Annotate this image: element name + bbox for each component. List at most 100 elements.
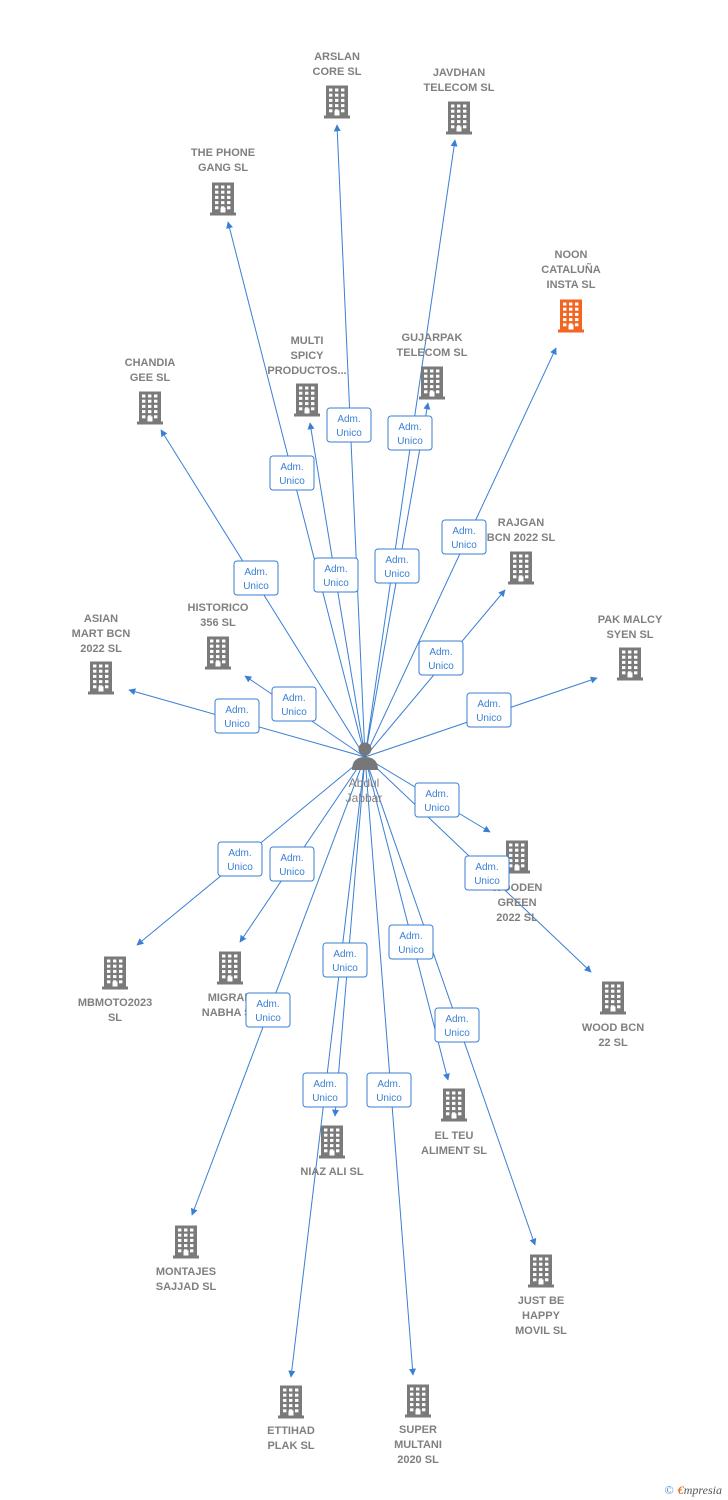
- edge-label-multi-spicy-productos: Adm.Unico: [313, 557, 359, 593]
- edge-label-migran-nabha: Adm.Unico: [269, 846, 315, 882]
- noon-cataluna-insta-building-icon[interactable]: [558, 299, 584, 333]
- edge-label-montajes-sajjad: Adm.Unico: [245, 992, 291, 1028]
- niaz-ali-label[interactable]: NIAZ ALI SL: [300, 1166, 363, 1178]
- the-phone-gang-building-icon[interactable]: [210, 182, 236, 216]
- el-teu-aliment-building-icon[interactable]: [441, 1088, 467, 1122]
- edge-label-wood-bcn-22: Adm.Unico: [464, 855, 510, 891]
- svg-text:Adm.Unico: Adm.Unico: [384, 555, 410, 580]
- edge-just-be-happy-movil: [364, 756, 537, 1246]
- edge-label-rajgan-bcn-2022: Adm.Unico: [418, 640, 464, 676]
- svg-text:Adm.Unico: Adm.Unico: [279, 853, 305, 878]
- edge-label-mbmoto2023: Adm.Unico: [217, 841, 263, 877]
- svg-text:Adm.Unico: Adm.Unico: [279, 462, 305, 487]
- edge-label-chandia-gee: Adm.Unico: [233, 560, 279, 596]
- svg-text:Adm.Unico: Adm.Unico: [312, 1079, 338, 1104]
- edge-label-javdhan-telecom: Adm.Unico: [387, 415, 433, 451]
- svg-text:Adm.Unico: Adm.Unico: [476, 699, 502, 724]
- wood-bcn-22-building-icon[interactable]: [600, 981, 626, 1015]
- svg-text:Adm.Unico: Adm.Unico: [397, 422, 423, 447]
- edge-label-historico-356: Adm.Unico: [271, 686, 317, 722]
- ettihad-plak-building-icon[interactable]: [278, 1385, 304, 1419]
- brand-name: mpresia: [683, 1483, 722, 1497]
- edge-label-niaz-ali: Adm.Unico: [302, 1072, 348, 1108]
- wooden-green-2022-building-icon[interactable]: [504, 840, 530, 874]
- svg-text:Adm.Unico: Adm.Unico: [336, 414, 362, 439]
- edge-labels-layer: Adm.UnicoAdm.UnicoAdm.UnicoAdm.UnicoAdm.…: [214, 407, 512, 1108]
- edge-label-super-multani-2020: Adm.Unico: [366, 1072, 412, 1108]
- mbmoto2023-building-icon[interactable]: [102, 956, 128, 990]
- rajgan-bcn-2022-building-icon[interactable]: [508, 551, 534, 585]
- montajes-sajjad-building-icon[interactable]: [173, 1225, 199, 1259]
- arslan-core-building-icon[interactable]: [324, 85, 350, 119]
- svg-text:Adm.Unico: Adm.Unico: [243, 567, 269, 592]
- svg-text:Adm.Unico: Adm.Unico: [227, 848, 253, 873]
- footer: © €mpresia: [665, 1483, 722, 1498]
- svg-text:Adm.Unico: Adm.Unico: [444, 1014, 470, 1039]
- chandia-gee-building-icon[interactable]: [137, 391, 163, 425]
- brand-initial: €: [677, 1483, 684, 1497]
- edge-label-ettihad-plak: Adm.Unico: [322, 942, 368, 978]
- brand-logo[interactable]: €mpresia: [678, 1483, 722, 1498]
- edge-label-noon-cataluna-insta: Adm.Unico: [441, 519, 487, 555]
- edge-label-el-teu-aliment: Adm.Unico: [388, 924, 434, 960]
- edge-super-multani-2020: [364, 756, 417, 1376]
- svg-text:Adm.Unico: Adm.Unico: [376, 1079, 402, 1104]
- svg-text:Adm.Unico: Adm.Unico: [281, 693, 307, 718]
- edge-el-teu-aliment: [364, 756, 450, 1081]
- edge-label-arslan-core: Adm.Unico: [326, 407, 372, 443]
- svg-text:Adm.Unico: Adm.Unico: [474, 862, 500, 887]
- svg-text:Adm.Unico: Adm.Unico: [224, 705, 250, 730]
- person-icon[interactable]: [352, 742, 378, 771]
- pak-malcy-syen-building-icon[interactable]: [617, 647, 643, 681]
- svg-text:Adm.Unico: Adm.Unico: [398, 931, 424, 956]
- edge-label-the-phone-gang: Adm.Unico: [269, 455, 315, 491]
- just-be-happy-movil-building-icon[interactable]: [528, 1254, 554, 1288]
- historico-356-building-icon[interactable]: [205, 636, 231, 670]
- edge-label-asian-mart-bcn-2022: Adm.Unico: [214, 698, 260, 734]
- svg-text:Adm.Unico: Adm.Unico: [332, 949, 358, 974]
- copyright-icon: ©: [664, 1483, 674, 1497]
- edge-ettihad-plak: [288, 756, 366, 1378]
- svg-text:Adm.Unico: Adm.Unico: [323, 564, 349, 589]
- edge-niaz-ali: [332, 756, 366, 1117]
- svg-text:Adm.Unico: Adm.Unico: [255, 999, 281, 1024]
- super-multani-2020-building-icon[interactable]: [405, 1384, 431, 1418]
- gujarpak-telecom-building-icon[interactable]: [419, 366, 445, 400]
- svg-text:Adm.Unico: Adm.Unico: [451, 526, 477, 551]
- niaz-ali-building-icon[interactable]: [319, 1125, 345, 1159]
- edge-label-pak-malcy-syen: Adm.Unico: [466, 692, 512, 728]
- edge-label-gujarpak-telecom: Adm.Unico: [374, 548, 420, 584]
- svg-text:Adm.Unico: Adm.Unico: [428, 647, 454, 672]
- edge-montajes-sajjad: [190, 756, 366, 1216]
- asian-mart-bcn-2022-building-icon[interactable]: [88, 661, 114, 695]
- svg-text:Adm.Unico: Adm.Unico: [424, 789, 450, 814]
- multi-spicy-productos-building-icon[interactable]: [294, 383, 320, 417]
- migran-nabha-building-icon[interactable]: [217, 951, 243, 985]
- edge-label-wooden-green-2022: Adm.Unico: [414, 782, 460, 818]
- edge-label-just-be-happy-movil: Adm.Unico: [434, 1007, 480, 1043]
- javdhan-telecom-building-icon[interactable]: [446, 101, 472, 135]
